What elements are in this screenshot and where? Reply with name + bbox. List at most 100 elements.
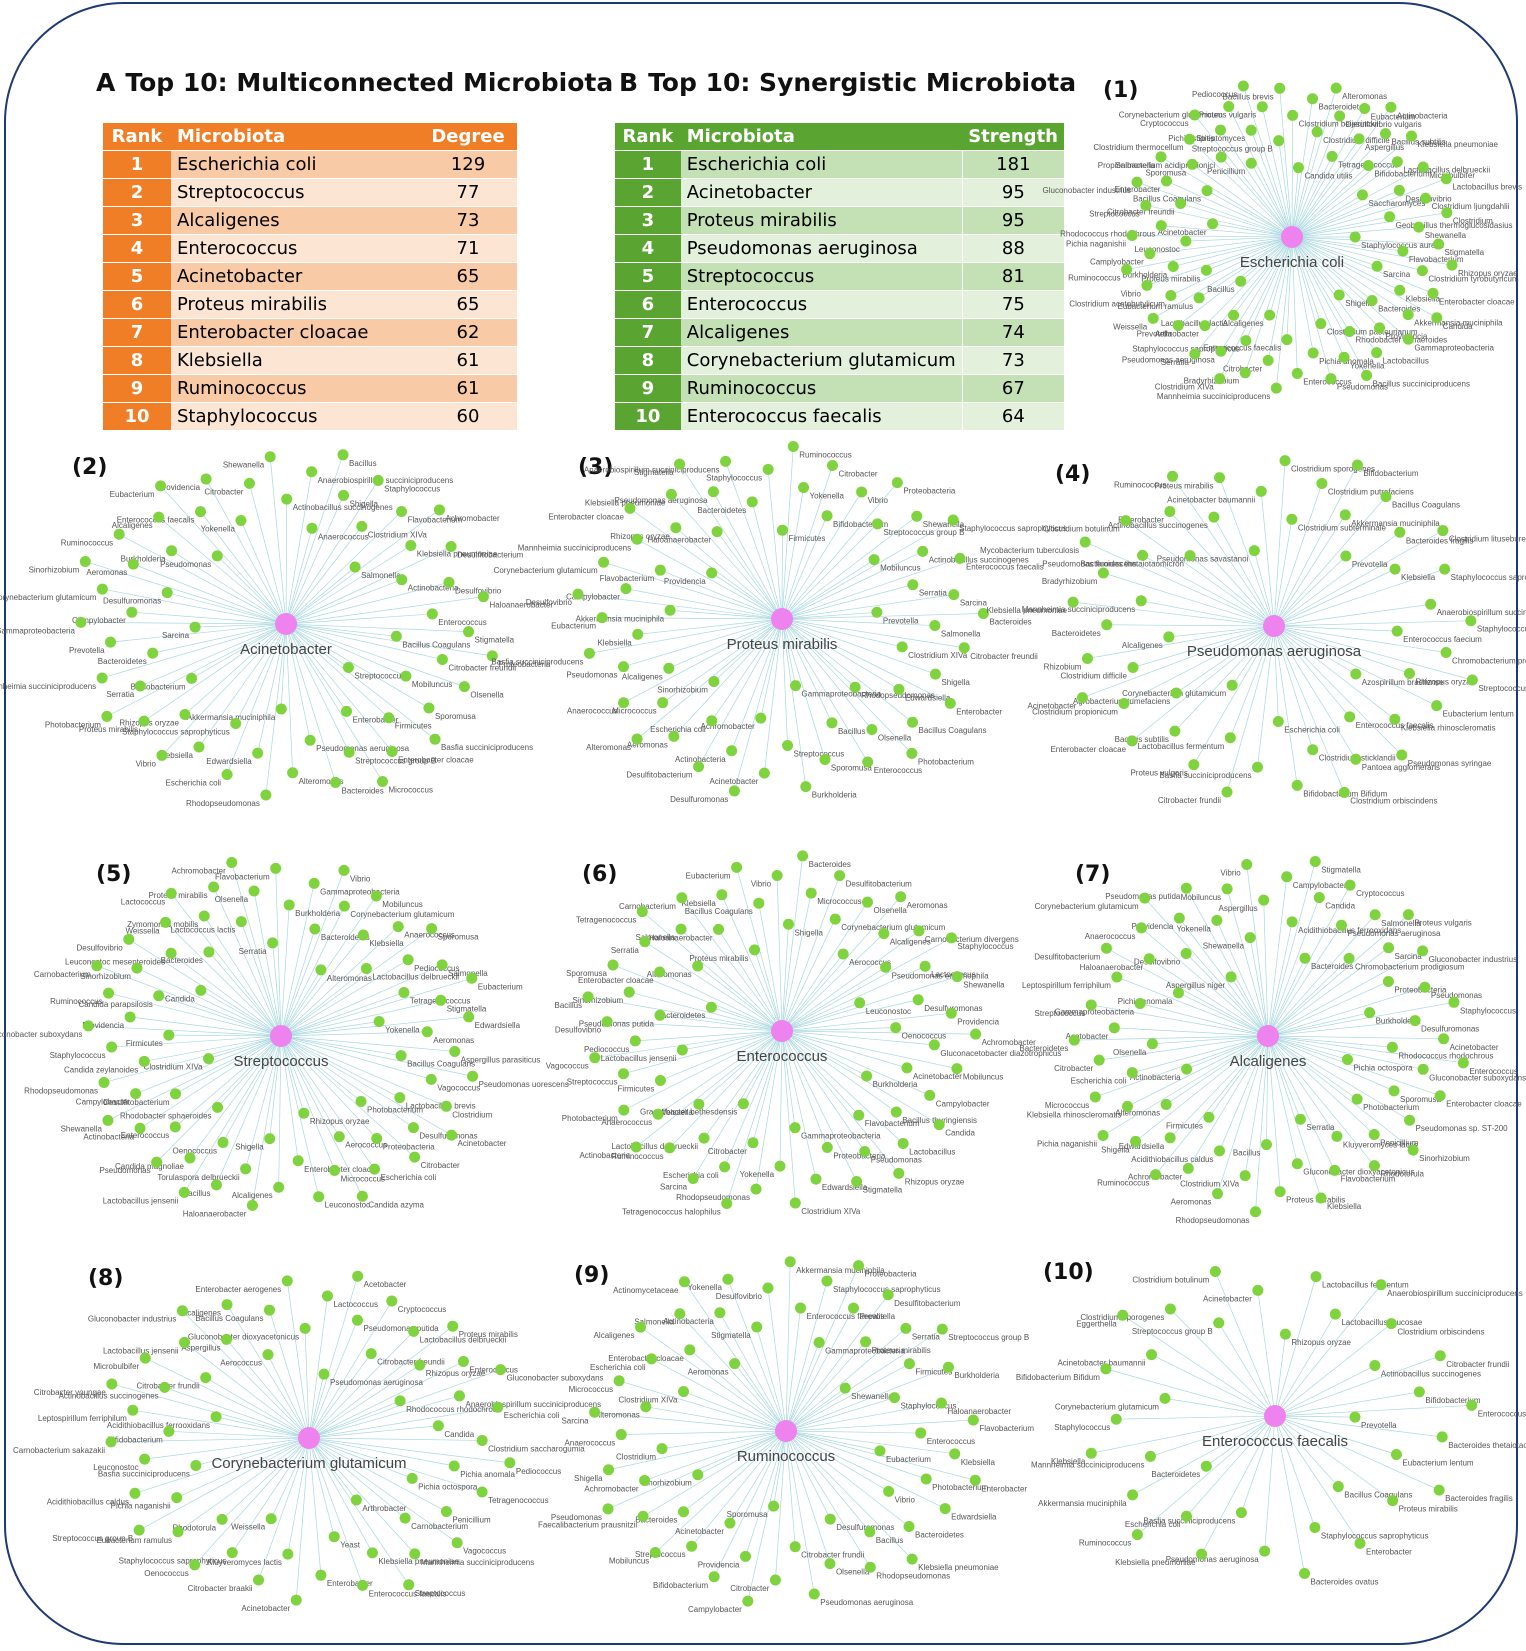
edge — [285, 546, 452, 625]
center-node-label: Acinetobacter — [240, 641, 332, 658]
edge — [781, 999, 919, 1032]
edge — [1267, 1035, 1375, 1166]
edge — [1291, 236, 1322, 324]
edge — [195, 623, 287, 628]
node-label: Clostridium tyrobutyricum — [1428, 275, 1519, 284]
node — [1252, 1284, 1264, 1296]
node — [134, 1122, 146, 1134]
edge — [1274, 1415, 1443, 1438]
node — [951, 971, 963, 983]
node-label: Vagococcus — [437, 1083, 480, 1092]
node-label: Enterobacter aerogenes — [195, 1285, 281, 1294]
node-label: Micrococcus — [817, 897, 861, 906]
edge — [781, 618, 873, 730]
network-9: ShewanellaSporomusaAeromonasEubacteriumS… — [538, 1256, 1034, 1614]
node-label: Ruminococcus — [1079, 1539, 1131, 1548]
microbiota-cell: Ruminococcus — [171, 374, 419, 403]
edge — [231, 862, 282, 1037]
edge — [285, 623, 493, 657]
edge — [1269, 236, 1293, 316]
edge — [1267, 1035, 1338, 1137]
edge — [781, 1030, 935, 1046]
edge — [781, 1030, 940, 1125]
node-label: Citrobacter — [421, 1161, 460, 1170]
rank-cell: 1 — [615, 150, 681, 179]
node — [1291, 1158, 1303, 1170]
node — [888, 1392, 900, 1404]
node-label: Bifidobacterium — [1363, 469, 1418, 478]
node — [789, 1541, 801, 1553]
node — [396, 506, 408, 518]
node-label: Bacillus Coagulans — [685, 907, 753, 916]
node-label: Cryptococcus — [1140, 119, 1188, 128]
node-label: Enterobacter cloacae — [548, 512, 624, 521]
node-label: Pichia octospora — [418, 1482, 478, 1491]
edge — [1260, 491, 1275, 627]
edge — [785, 1328, 907, 1432]
edge — [118, 533, 287, 625]
node — [1252, 761, 1264, 773]
node-label: Acidithiobacillus caldus — [1131, 1155, 1213, 1164]
node-label: Citrobacter frundii — [1158, 796, 1221, 805]
edge — [1170, 236, 1293, 296]
node-label: Weissella — [1113, 322, 1148, 331]
edge — [785, 1430, 796, 1547]
center-node — [771, 608, 793, 630]
node — [640, 1401, 652, 1413]
node-label: Sinorhizobium — [572, 996, 623, 1005]
node — [623, 986, 635, 998]
node — [281, 493, 293, 505]
edge — [1273, 625, 1398, 632]
node-label: Enterobacter cloacae — [398, 756, 474, 765]
microbiota-cell: Streptococcus — [171, 178, 419, 207]
node — [369, 1163, 381, 1175]
node — [678, 1386, 690, 1398]
node-label: Acinetobacter — [1450, 1043, 1499, 1052]
node-label: Corynebacterium glutamicum — [1119, 111, 1223, 120]
node-label: Salmonella — [634, 1318, 674, 1327]
edge — [1194, 114, 1293, 238]
node-label: Olsenella — [215, 895, 249, 904]
rank-cell: 10 — [103, 402, 171, 431]
node — [1391, 156, 1403, 168]
node — [1403, 667, 1415, 679]
node — [1397, 245, 1409, 257]
node-label: Corynebacterium glutamicum — [1035, 902, 1139, 911]
node — [1239, 367, 1251, 379]
node — [1228, 309, 1240, 321]
node — [798, 481, 810, 493]
node-label: Actinobacteria — [1397, 111, 1448, 120]
edge — [785, 1430, 910, 1527]
edge — [285, 454, 344, 625]
node-label: Rhizopus oryzae — [1291, 1338, 1351, 1347]
node — [338, 864, 350, 876]
node-label: Flavobacterium — [865, 1119, 920, 1128]
node-label: Cryptococcus — [1356, 889, 1404, 898]
edge — [1267, 1035, 1348, 1060]
node-label: Klebsiella — [597, 638, 632, 647]
edge — [285, 623, 430, 709]
edge — [134, 1437, 310, 1494]
node — [1350, 668, 1362, 680]
edge — [785, 1430, 881, 1452]
node — [1169, 725, 1181, 737]
edge — [182, 1310, 310, 1439]
edge — [1192, 164, 1293, 238]
node-label: Yokenella — [740, 1170, 775, 1179]
node — [91, 960, 103, 972]
node — [598, 556, 610, 568]
node — [449, 1045, 461, 1057]
microbiota-cell: Enterobacter cloacae — [171, 318, 419, 347]
node — [977, 608, 989, 620]
edge — [285, 511, 402, 625]
edge — [132, 1409, 310, 1439]
header-strength: Strength — [962, 123, 1064, 151]
center-node — [775, 1420, 797, 1442]
node-label: Pseudomonas entomophila — [892, 971, 990, 980]
value-cell: 95 — [961, 178, 1064, 207]
node — [426, 923, 438, 935]
edge — [270, 1437, 310, 1519]
edge — [1132, 1415, 1276, 1496]
node — [390, 630, 402, 642]
edge — [1139, 1003, 1269, 1037]
